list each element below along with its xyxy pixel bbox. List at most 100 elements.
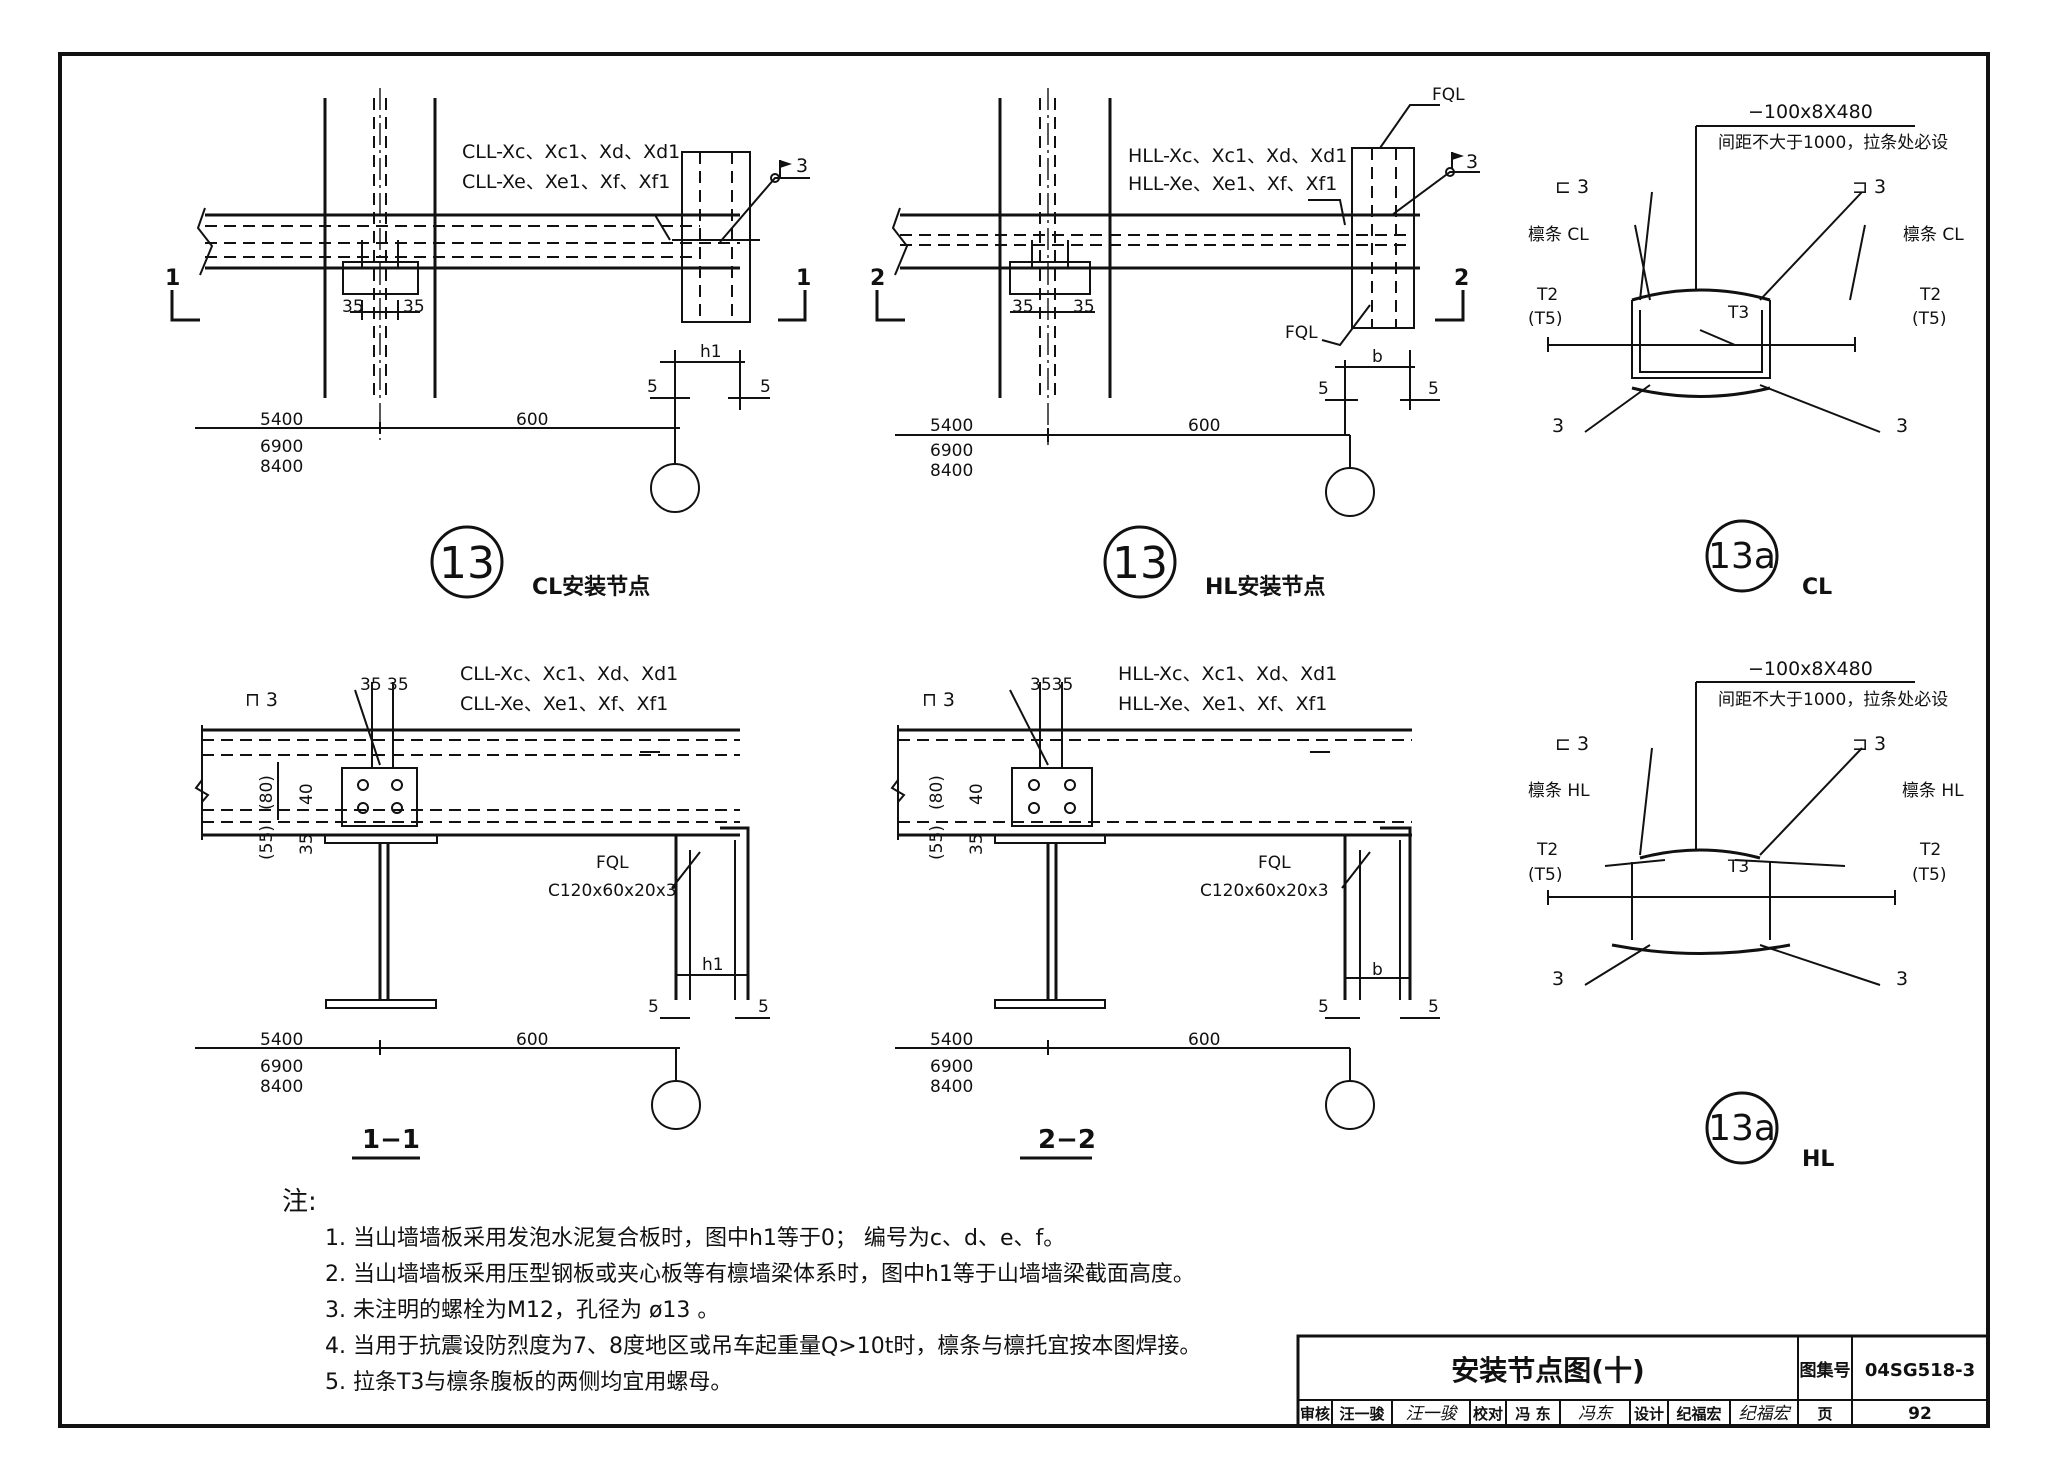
node13-cl-dim-5a: 5 (647, 377, 658, 397)
detail13a-cl-t2-left: T2 (1536, 285, 1558, 305)
node13-cl-dim-h1: h1 (700, 342, 722, 362)
section11-dim-5a: 5 (648, 997, 659, 1017)
node13-hl-fql-side: FQL (1285, 323, 1318, 343)
detail13a-hl-weld-bl: 3 (1552, 968, 1564, 990)
detail13a-cl-weld-right: ⊐ 3 (1852, 176, 1886, 198)
title-block-title: 安装节点图(十) (1451, 1354, 1645, 1387)
node13-hl-dim-5b: 5 (1428, 379, 1439, 399)
node13-hl-dim-6900: 6900 (930, 441, 973, 461)
node13-cl-dim-5400: 5400 (260, 410, 303, 430)
node13-hl-dim-8400: 8400 (930, 461, 973, 481)
node13-hl-dim-35a: 35 (1012, 297, 1034, 317)
section11-caption: 1−1 (362, 1125, 420, 1155)
section22-dim-35: 35 (967, 833, 987, 855)
title-block-review-name: 汪一骏 (1339, 1405, 1385, 1423)
title-block-check-sign: 冯东 (1578, 1404, 1614, 1424)
node13-cl-number-circle (430, 525, 504, 599)
section22-label-1: HLL-Xc、Xc1、Xd、Xd1 (1118, 663, 1337, 685)
section22-dim-5400: 5400 (930, 1030, 973, 1050)
node13-hl-label-1: HLL-Xc、Xc1、Xd、Xd1 (1128, 145, 1347, 167)
section11-label-1: CLL-Xc、Xc1、Xd、Xd1 (460, 663, 678, 685)
node13-cl-dim-35a: 35 (342, 297, 364, 317)
section11-dim-5400: 5400 (260, 1030, 303, 1050)
section11-fql: FQL (596, 853, 629, 873)
section11-dim-top: 35 35 (360, 675, 409, 695)
section11-dim-8400: 8400 (260, 1077, 303, 1097)
detail13a-hl-purlin-left: 檩条 HL (1528, 781, 1590, 801)
section22-dim-b: b (1372, 960, 1383, 980)
detail13a-hl-t5-right: (T5) (1912, 865, 1946, 885)
node13-cl-dim-35b: 35 (403, 297, 425, 317)
node13-hl-dim-600: 600 (1188, 416, 1220, 436)
section22-dim-40: 40 (967, 783, 987, 805)
note-4: 4. 当用于抗震设防烈度为7、8度地区或吊车起重量Q>10t时，檩条与檩托宜按本… (325, 1334, 1201, 1359)
section11-weld: ⊓ 3 (245, 689, 278, 711)
section11-dim-600: 600 (516, 1030, 548, 1050)
node13-cl-section-right: 1 (796, 266, 811, 291)
section11-fql-spec: C120x60x20x3 (548, 881, 677, 901)
title-block-design-label: 设计 (1634, 1405, 1664, 1423)
section11-dim-6900: 6900 (260, 1057, 303, 1077)
title-block-design-name: 纪福宏 (1676, 1405, 1721, 1423)
section22-dim-55: (55) (927, 825, 947, 860)
detail13a-cl-weld-bl: 3 (1552, 415, 1564, 437)
detail13a-hl-weld-br: 3 (1896, 968, 1908, 990)
section22-weld: ⊓ 3 (922, 689, 955, 711)
detail13a-cl-purlin-left: 檩条 CL (1528, 225, 1589, 245)
node13-hl-fql-top: FQL (1432, 85, 1465, 105)
title-block-review-sign: 汪一骏 (1406, 1404, 1459, 1424)
section-2-2-drawing (890, 682, 1440, 1130)
node13-hl-label-2: HLL-Xe、Xe1、Xf、Xf1 (1128, 173, 1337, 195)
section22-dim-5b: 5 (1428, 997, 1439, 1017)
detail13a-cl-weld-br: 3 (1896, 415, 1908, 437)
note-2: 2. 当山墙墙板采用压型钢板或夹心板等有檩墙梁体系时，图中h1等于山墙墙梁截面高… (325, 1262, 1195, 1287)
title-block (1296, 1334, 1990, 1428)
section22-dim-6900: 6900 (930, 1057, 973, 1077)
node13-hl-caption: HL安装节点 (1205, 574, 1325, 600)
detail13a-hl-caption: HL (1802, 1147, 1834, 1172)
section11-dim-h1: h1 (702, 955, 724, 975)
node13-cl-caption: CL安装节点 (532, 574, 650, 600)
section11-dim-5b: 5 (758, 997, 769, 1017)
section22-dim-8400: 8400 (930, 1077, 973, 1097)
detail13a-hl-t2-right: T2 (1919, 840, 1941, 860)
node13-hl-number-circle (1103, 525, 1177, 599)
section22-dim-top: 3535 (1030, 675, 1073, 695)
detail-13a-hl-drawing (1547, 681, 1915, 986)
node13-cl-label-2: CLL-Xe、Xe1、Xf、Xf1 (462, 171, 670, 193)
section22-label-2: HLL-Xe、Xe1、Xf、Xf1 (1118, 693, 1327, 715)
detail13a-cl-weld-left: ⊏ 3 (1555, 176, 1589, 198)
node13-hl-dim-35b: 35 (1073, 297, 1095, 317)
title-block-check-label: 校对 (1473, 1405, 1503, 1423)
node-13-hl-detail (875, 88, 1480, 517)
node13-hl-weld: 3 (1466, 151, 1478, 173)
section22-fql: FQL (1258, 853, 1291, 873)
detail13a-cl-caption: CL (1802, 575, 1832, 600)
sheet-border (58, 52, 1990, 1428)
notes-heading: 注: (282, 1187, 317, 1217)
detail13a-hl-plate-note: 间距不大于1000，拉条处必设 (1718, 690, 1948, 710)
detail13a-cl-t5-right: (T5) (1912, 309, 1946, 329)
title-block-page-no: 92 (1908, 1404, 1932, 1424)
note-5: 5. 拉条T3与檩条腹板的两侧均宜用螺母。 (325, 1370, 732, 1395)
section11-label-2: CLL-Xe、Xe1、Xf、Xf1 (460, 693, 668, 715)
detail13a-cl-purlin-right: 檩条 CL (1903, 225, 1964, 245)
detail13a-cl-t2-right: T2 (1919, 285, 1941, 305)
section-1-1-drawing (194, 682, 770, 1130)
detail13a-cl-t5-left: (T5) (1528, 309, 1562, 329)
detail13a-hl-purlin-right: 檩条 HL (1902, 781, 1964, 801)
node13-cl-section-left: 1 (165, 266, 180, 291)
detail13a-hl-weld-right: ⊐ 3 (1852, 733, 1886, 755)
detail13a-cl-plate: −100x8X480 (1748, 101, 1873, 123)
detail-13a-cl-drawing (1547, 125, 1915, 433)
note-1: 1. 当山墙墙板采用发泡水泥复合板时，图中h1等于0； 编号为c、d、e、f。 (325, 1226, 1065, 1251)
section22-dim-600: 600 (1188, 1030, 1220, 1050)
detail13a-cl-number: 13a (1708, 536, 1776, 577)
section22-caption: 2−2 (1038, 1125, 1096, 1155)
detail13a-cl-number-circle (1705, 519, 1779, 593)
section22-dim-80: (80) (927, 775, 947, 810)
detail13a-hl-t3: T3 (1727, 857, 1749, 877)
section22-dim-5a: 5 (1318, 997, 1329, 1017)
title-block-check-name: 冯 东 (1515, 1405, 1550, 1423)
